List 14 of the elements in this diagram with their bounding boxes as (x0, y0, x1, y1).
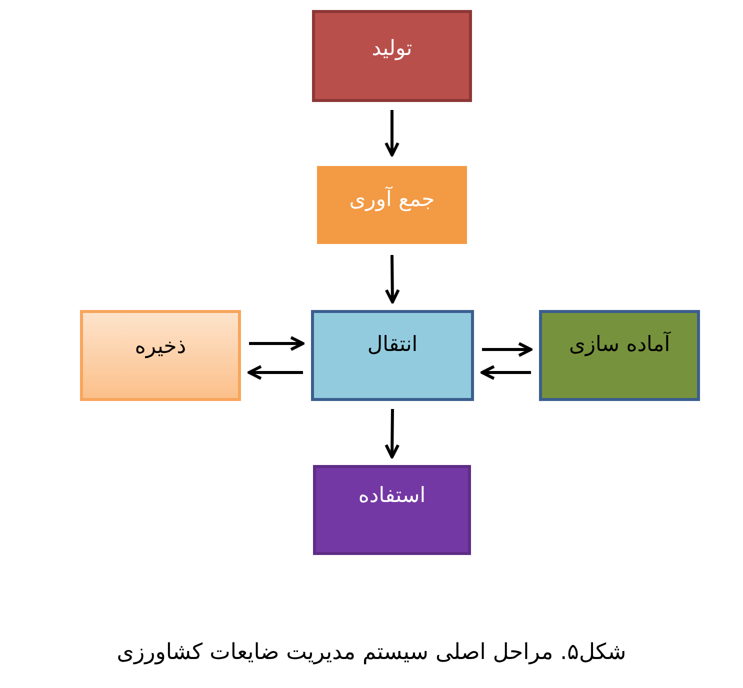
process-box: تولید (312, 10, 472, 102)
process-box: آماده سازی (539, 310, 700, 401)
process-box: استفاده (313, 465, 471, 555)
caption: شکل۵. مراحل اصلی سیستم مدیریت ضایعات کشاورزی (116, 640, 626, 665)
arrow (248, 365, 303, 380)
arrow (482, 342, 532, 357)
arrow (384, 254, 400, 304)
arrow (384, 408, 400, 458)
arrow (384, 110, 400, 156)
process-box: ذخیره (80, 310, 241, 401)
process-box: انتقال (311, 310, 474, 401)
arrow (480, 365, 531, 380)
arrow (249, 336, 304, 351)
process-box: جمع آوری (314, 163, 470, 247)
